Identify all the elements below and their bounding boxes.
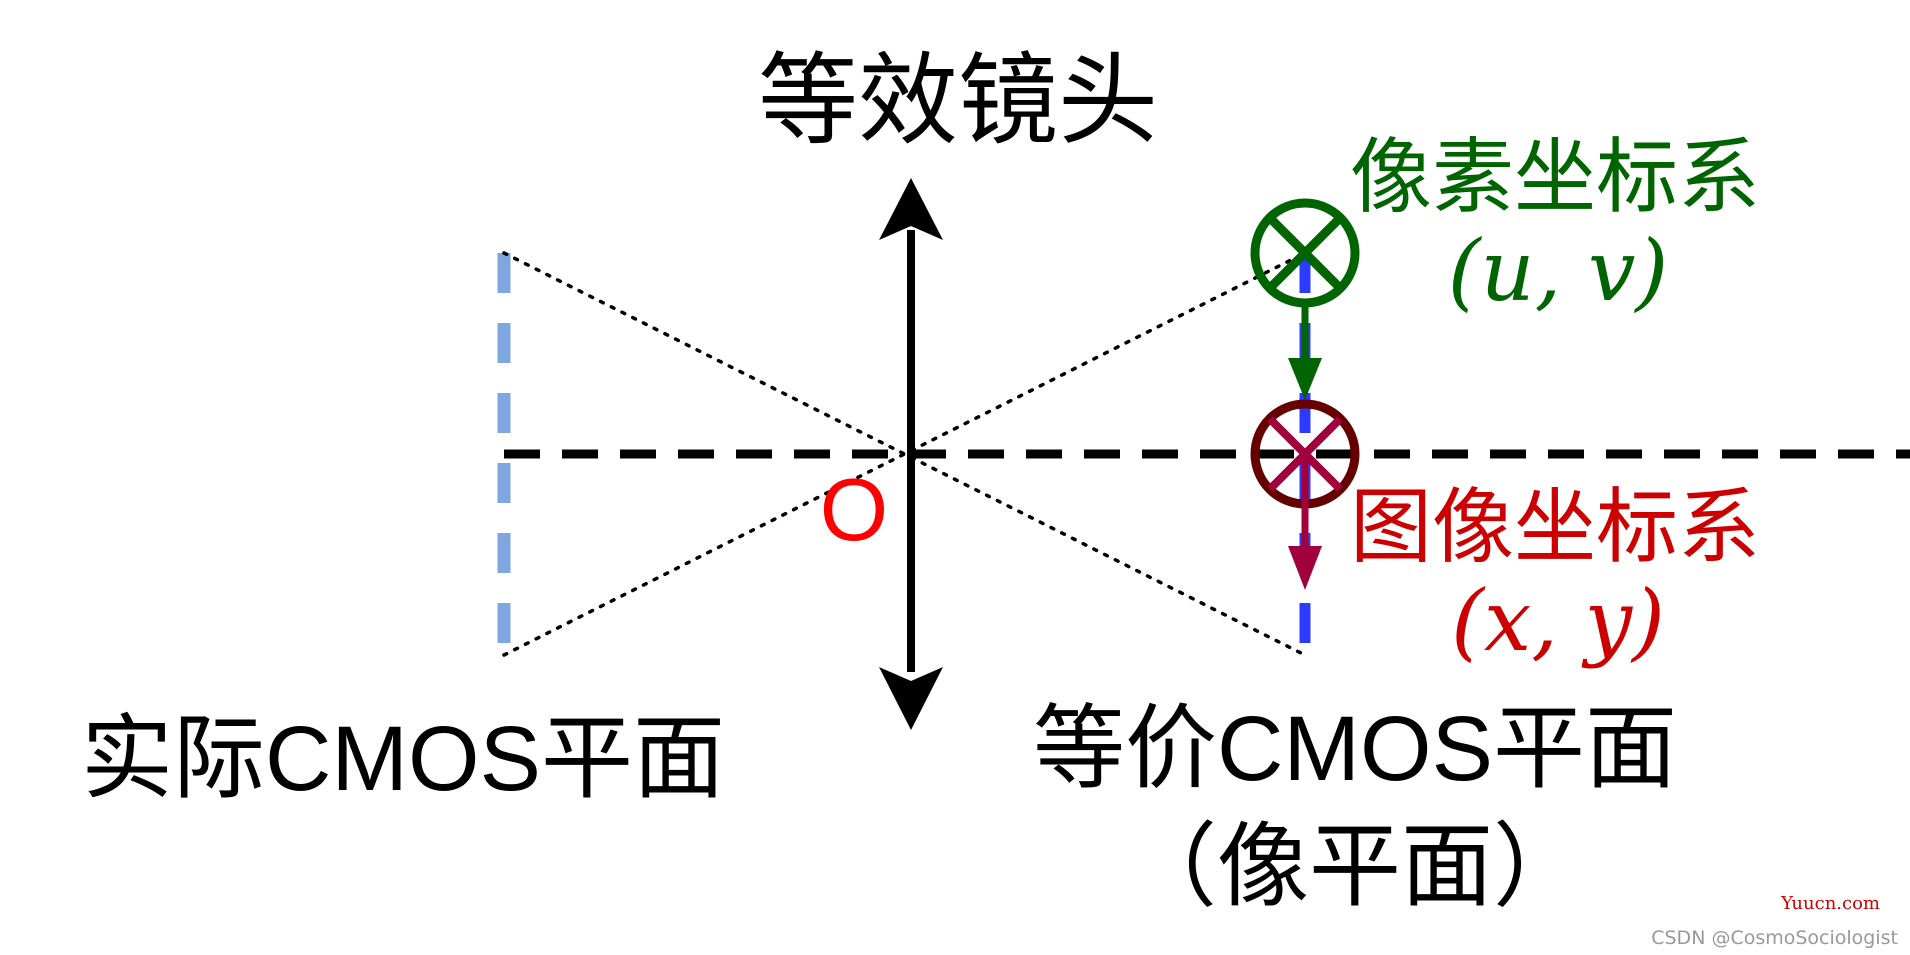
- pixel-coord-title: 像素坐标系: [1350, 130, 1760, 225]
- real-cmos-label: 实际CMOS平面: [81, 708, 725, 810]
- lens-label: 等效镜头: [758, 42, 1158, 159]
- projection-rays: [502, 251, 1307, 657]
- image-y-axis-arrow: [1288, 454, 1322, 590]
- equiv-cmos-label: 等价CMOS平面: [1033, 698, 1677, 800]
- pixel-coord-vars: (u, v): [1448, 222, 1669, 320]
- image-coord-title: 图像坐标系: [1350, 480, 1760, 575]
- lens-double-arrow: [879, 178, 943, 730]
- image-coord-vars: (x, y): [1451, 572, 1665, 670]
- pixel-to-image-arrow: [1288, 303, 1322, 400]
- optical-center-label: O: [820, 460, 888, 559]
- site-watermark: Yuucn.com: [1781, 893, 1880, 914]
- author-watermark: CSDN @CosmoSociologist: [1651, 927, 1898, 949]
- image-plane-label: （像平面）: [1125, 813, 1585, 920]
